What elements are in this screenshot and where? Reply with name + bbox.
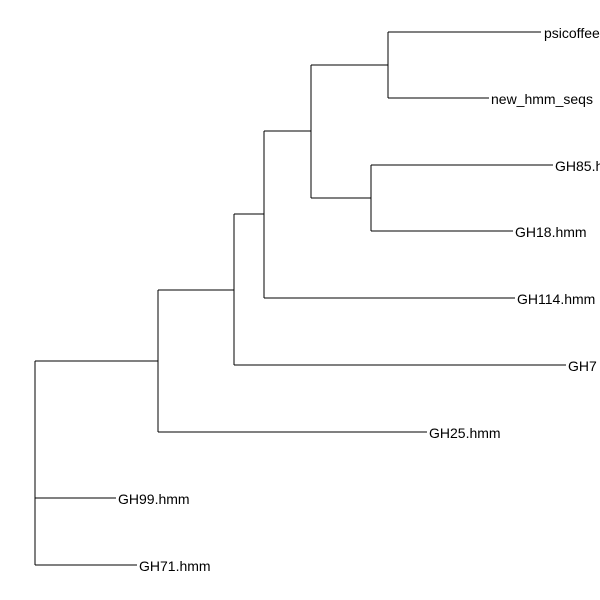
tip-label-gh99: GH99.hmm <box>118 491 190 507</box>
tree-branches <box>34 31 566 566</box>
tip-label-new-hmm-seqs: new_hmm_seqs <box>491 91 593 107</box>
tip-label-gh25: GH25.hmm <box>429 425 501 441</box>
tip-label-gh85: GH85.hmm <box>555 158 600 174</box>
tip-label-psicoffee: psicoffee <box>544 25 600 41</box>
tip-label-gh18: GH18.hmm <box>515 224 587 240</box>
tip-label-gh7: GH7 <box>568 358 597 374</box>
tip-label-gh71: GH71.hmm <box>139 558 211 574</box>
tip-labels: psicoffee new_hmm_seqs GH85.hmm GH18.hmm… <box>118 25 600 574</box>
tip-label-gh114: GH114.hmm <box>517 291 595 307</box>
